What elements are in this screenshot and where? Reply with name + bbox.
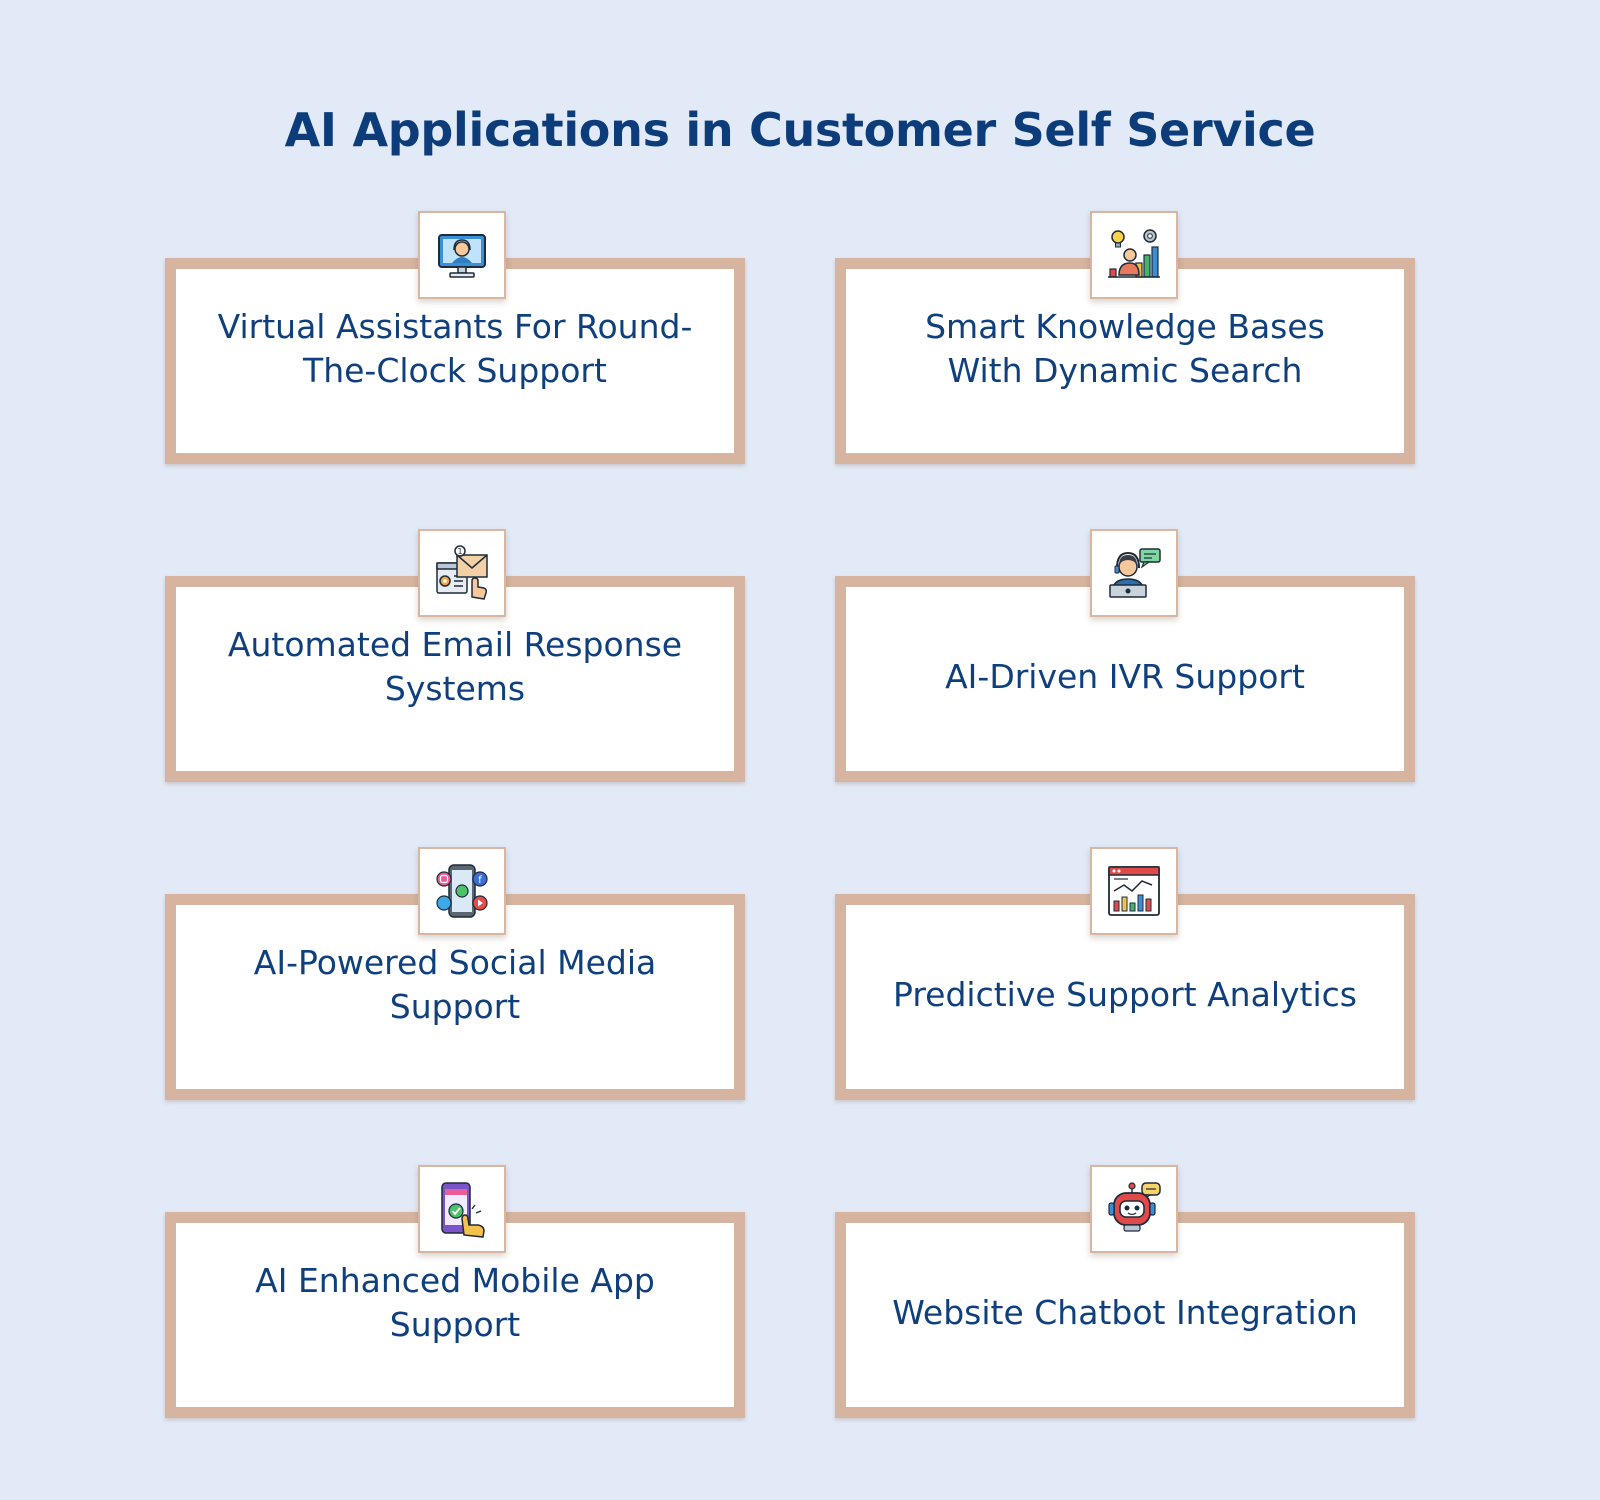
card-label: Website Chatbot Integration <box>892 1293 1358 1332</box>
email-automation-icon: 1 <box>418 529 506 617</box>
svg-text:1: 1 <box>457 547 462 556</box>
call-agent-icon <box>1090 529 1178 617</box>
card-label: Automated Email Response Systems <box>227 625 683 708</box>
virtual-assistant-icon <box>418 211 506 299</box>
card-label: Smart Knowledge Bases With Dynamic Searc… <box>925 307 1325 390</box>
card-label: AI-Driven IVR Support <box>945 657 1305 696</box>
social-media-icon: f <box>418 847 506 935</box>
svg-text:f: f <box>478 875 482 886</box>
page-title: AI Applications in Customer Self Service <box>284 102 1316 157</box>
mobile-tap-icon <box>418 1165 506 1253</box>
chatbot-icon <box>1090 1165 1178 1253</box>
card-label: AI Enhanced Mobile App Support <box>255 1261 655 1344</box>
knowledge-growth-icon <box>1090 211 1178 299</box>
analytics-dashboard-icon <box>1090 847 1178 935</box>
card-label: AI-Powered Social Media Support <box>253 943 657 1026</box>
card-label: Predictive Support Analytics <box>893 975 1357 1014</box>
card-label: Virtual Assistants For Round-The-Clock S… <box>217 307 693 390</box>
